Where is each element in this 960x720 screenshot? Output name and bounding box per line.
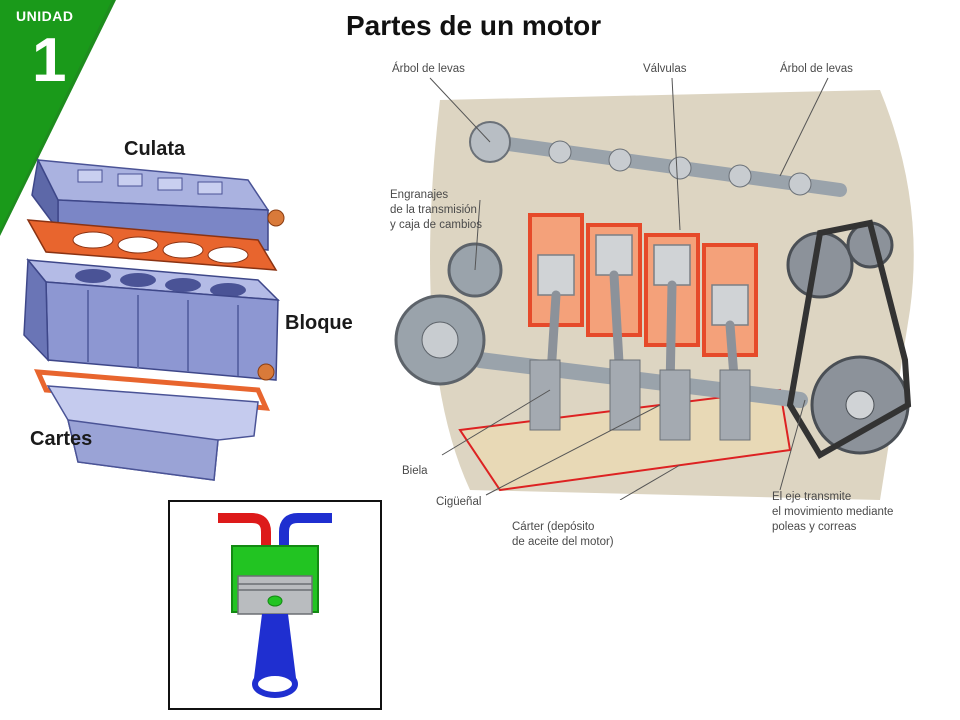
unit-label: UNIDAD: [16, 8, 74, 24]
intake-pipe-shape: [218, 513, 271, 546]
piston-pin-shape: [267, 595, 283, 607]
label-cartes: Cartes: [30, 428, 93, 450]
page-title: Partes de un motor: [346, 10, 602, 41]
exhaust-pipe-shape: [279, 513, 332, 546]
callout-engranajes: Engranajes de la transmisión y caja de c…: [390, 189, 483, 231]
callout-leader-lines: [429, 77, 829, 500]
pistons-shape: [537, 234, 749, 326]
piston-animation-frame: [168, 500, 382, 710]
cutaway-engine-illustration: [394, 77, 914, 500]
exploded-engine-illustration: [23, 157, 285, 481]
unit-badge: [0, 0, 116, 236]
callout-valvulas: Válvulas: [643, 63, 687, 75]
camshaft-shape: [469, 121, 847, 197]
crankshaft-shape: [472, 352, 808, 441]
label-culata: Culata: [124, 138, 186, 160]
callout-arbol-levas-left: Árbol de levas: [392, 63, 465, 75]
piston-shape: [237, 575, 313, 615]
oil-pan-part: [46, 385, 259, 481]
pulleys-belt-shape: [786, 219, 912, 460]
crank-eye-shape: [252, 670, 298, 698]
callout-ciguenal: Cigüeñal: [436, 496, 482, 508]
label-bloque: Bloque: [285, 312, 353, 334]
connecting-rod-shape: [254, 614, 296, 678]
head-gasket-part: [26, 219, 278, 271]
callout-carter: Cárter (depósito de aceite del motor): [512, 521, 614, 548]
callout-arbol-levas-right: Árbol de levas: [780, 63, 853, 75]
unit-number: 1: [32, 26, 67, 95]
piston-animation-graphic: [218, 513, 332, 698]
callout-eje: El eje transmite el movimiento mediante …: [772, 491, 894, 533]
callout-biela: Biela: [402, 465, 428, 477]
oil-pan-gasket-part: [34, 369, 270, 411]
engine-block-part: [23, 258, 280, 381]
